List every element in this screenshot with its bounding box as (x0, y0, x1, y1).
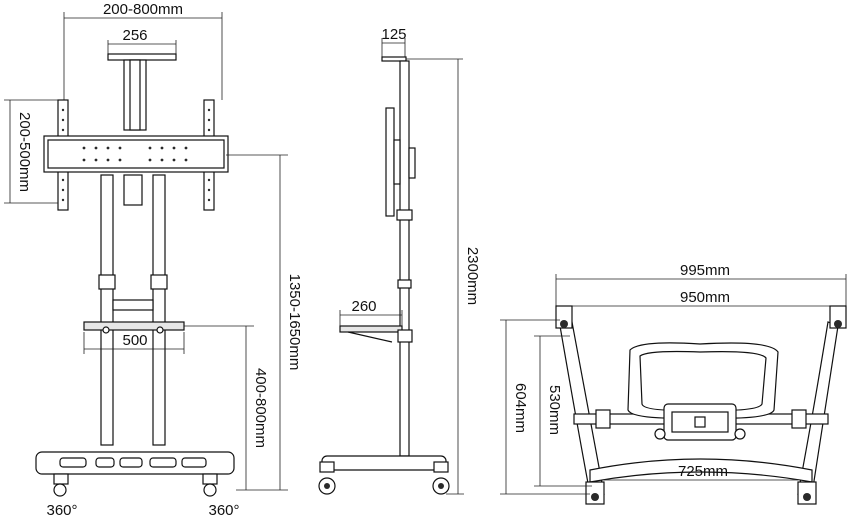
label-shelf-depth: 260 (351, 298, 376, 315)
label-top-depth: 125 (381, 26, 406, 43)
shelf-front (83, 321, 185, 331)
label-vesa-height: 200-500mm (16, 112, 33, 192)
label-base-arm: 530mm (546, 385, 563, 435)
label-total-height: 2300mm (464, 247, 481, 305)
side-bracket (385, 107, 395, 217)
label-caster-left: 360° (46, 502, 77, 519)
column-left (100, 174, 114, 446)
side-view: 125 260 2300mm (318, 26, 481, 495)
label-height-range: 1350-1650mm (286, 274, 303, 371)
label-caster-right: 360° (208, 502, 239, 519)
label-shelf-height: 400-800mm (252, 368, 269, 448)
label-base-inner: 950mm (680, 289, 730, 306)
side-base (321, 455, 447, 471)
side-pole (399, 60, 410, 457)
label-vesa-width: 200-800mm (103, 1, 183, 18)
side-shelf (339, 325, 403, 333)
label-shelf-width: 500 (122, 332, 147, 349)
column-right (152, 174, 166, 446)
label-base-height: 604mm (512, 383, 529, 433)
caster-wheel-left (53, 483, 67, 497)
label-pole-width: 256 (122, 27, 147, 44)
label-base-outer: 995mm (680, 262, 730, 279)
front-view: 200-800mm 256 (4, 1, 303, 519)
base-view: 995mm 950mm 725mm (500, 262, 847, 505)
label-base-bottom: 725mm (678, 463, 728, 480)
caster-wheel-right (203, 483, 217, 497)
